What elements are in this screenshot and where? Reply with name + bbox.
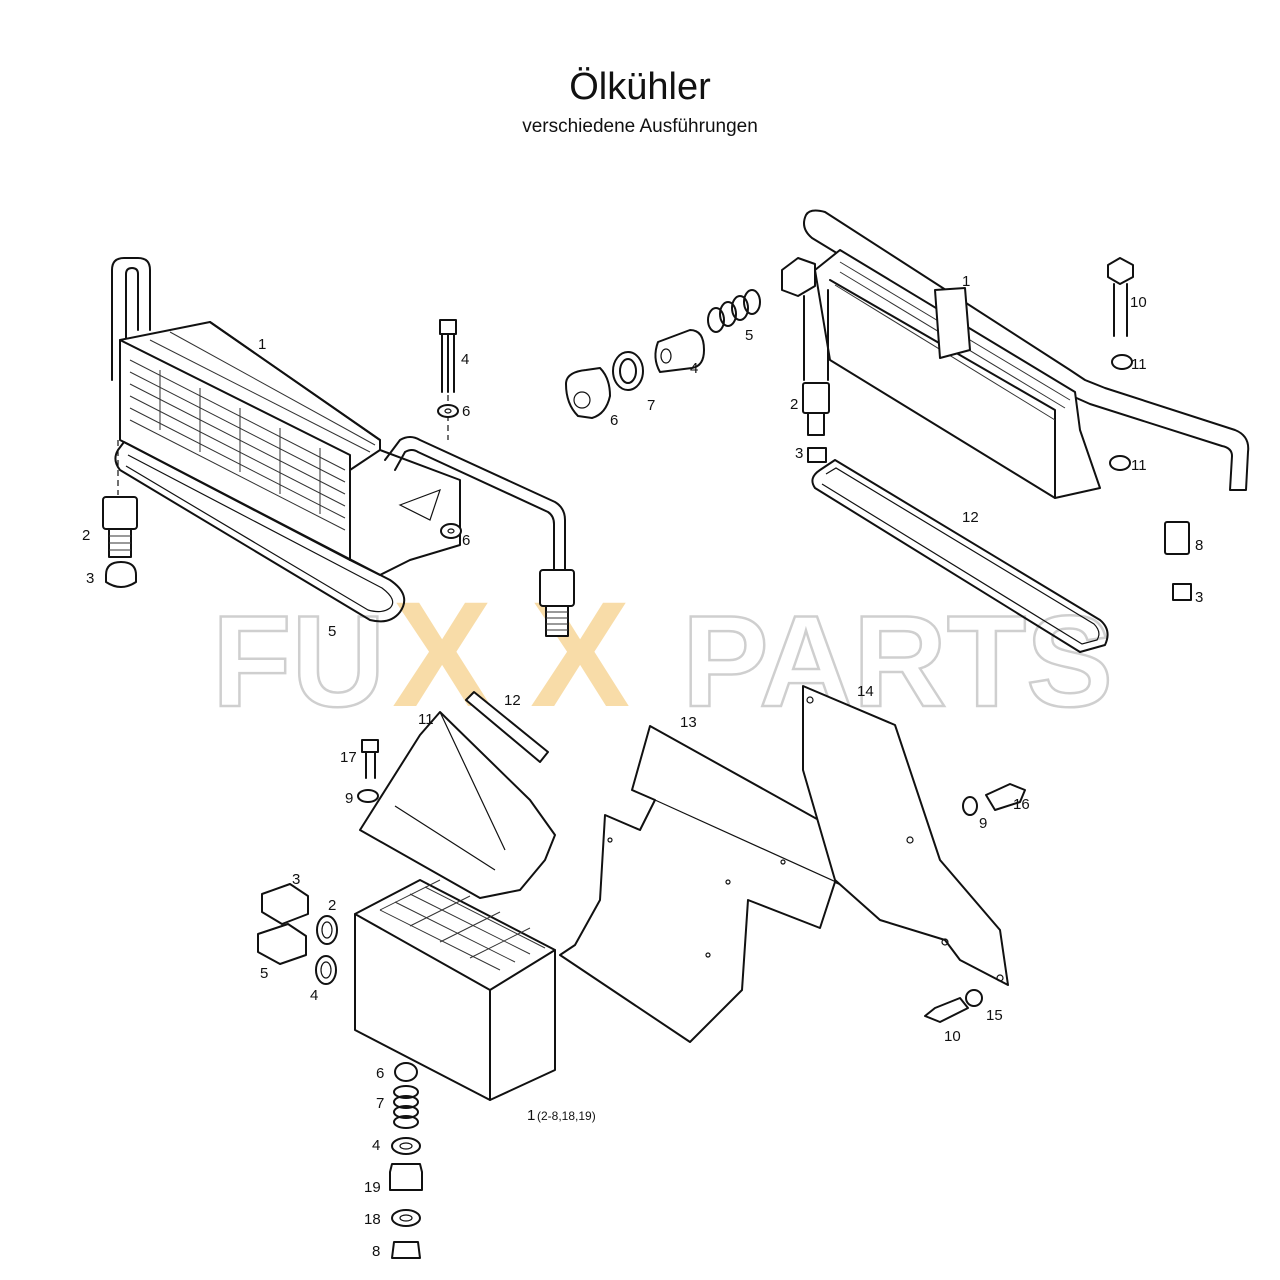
label-d-12: 12	[504, 692, 521, 709]
label-d-11: 11	[418, 711, 434, 728]
label-d-8: 8	[372, 1243, 380, 1260]
label-b-6: 6	[610, 412, 618, 429]
label-d-18: 18	[364, 1211, 381, 1228]
label-c-1: 1	[962, 273, 970, 290]
label-d-4b: 4	[372, 1137, 380, 1154]
label-a-1: 1	[258, 336, 266, 353]
label-a-6-bottom: 6	[462, 532, 470, 549]
label-d-9: 9	[345, 790, 353, 807]
label-a-6-top: 6	[462, 403, 470, 420]
label-d-19: 19	[364, 1179, 381, 1196]
watermark-x1: X	[392, 570, 492, 738]
label-c-3: 3	[795, 445, 803, 462]
page-title: Ölkühler	[569, 66, 711, 108]
label-a-5: 5	[328, 623, 336, 640]
label-d-7: 7	[376, 1095, 384, 1112]
cooler-assembly-right: 1 2 3 3 8 10 11 11 12	[781, 209, 1250, 653]
watermark: FU X X PARTS	[211, 570, 1114, 738]
label-d-3: 3	[292, 871, 300, 888]
label-c-11-bottom: 11	[1131, 457, 1147, 474]
label-d-4: 4	[310, 987, 318, 1004]
page-subtitle: verschiedene Ausführungen	[522, 116, 758, 137]
label-d-5: 5	[260, 965, 268, 982]
label-c-11-top: 11	[1131, 356, 1147, 373]
valve-parts-group: 4 5 6 7	[565, 289, 761, 429]
cooler-assembly-left: 1 2 3 4 5 6 6	[82, 257, 575, 640]
label-d-9b: 9	[979, 815, 987, 832]
label-c-12: 12	[962, 509, 979, 526]
label-d-14: 14	[857, 683, 874, 700]
cooler-assembly-bottom: 11 12 13 14 17 9 3 2 5 4 16 9 10 15 6 7 …	[257, 683, 1030, 1260]
label-b-7: 7	[647, 397, 655, 414]
label-d-17: 17	[340, 749, 357, 766]
label-c-3b: 3	[1195, 589, 1203, 606]
label-c-10: 10	[1130, 294, 1147, 311]
label-d-6: 6	[376, 1065, 384, 1082]
label-d-15: 15	[986, 1007, 1003, 1024]
label-c-8: 8	[1195, 537, 1203, 554]
watermark-left: FU	[212, 588, 385, 734]
label-d-10: 10	[944, 1028, 961, 1045]
label-d-main-note: (2-8,18,19)	[537, 1109, 596, 1123]
watermark-right: PARTS	[682, 588, 1113, 734]
label-b-4: 4	[690, 360, 698, 377]
label-a-4: 4	[461, 351, 469, 368]
label-d-main: 1	[527, 1107, 535, 1124]
label-b-5: 5	[745, 327, 753, 344]
label-d-2: 2	[328, 897, 336, 914]
label-d-16: 16	[1013, 796, 1030, 813]
label-a-2: 2	[82, 527, 90, 544]
label-c-2: 2	[790, 396, 798, 413]
label-d-13: 13	[680, 714, 697, 731]
label-a-3: 3	[86, 570, 94, 587]
